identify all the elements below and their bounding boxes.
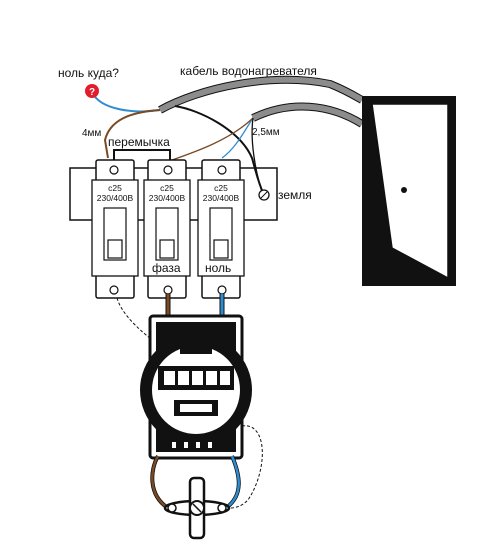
heater-cable xyxy=(158,76,364,113)
phase-brown-thin-wire xyxy=(171,117,254,161)
meter-terminal xyxy=(184,442,188,448)
label-jumper: перемычка xyxy=(108,135,170,149)
breaker-1: c25 230/400В xyxy=(91,159,139,299)
dashed-wire-right xyxy=(229,425,263,509)
breaker-voltage: 230/400В xyxy=(97,193,134,203)
neutral-blue-thin-wire xyxy=(221,117,254,159)
meter-digit xyxy=(206,371,217,385)
ground-terminal-screw xyxy=(260,191,268,199)
dashed-wire-left xyxy=(116,297,153,341)
electricity-meter xyxy=(140,314,252,460)
breaker-rating: c25 xyxy=(214,183,228,193)
heater-door-handle xyxy=(401,187,407,193)
meter-top-bar xyxy=(180,346,212,354)
breaker-top-screw xyxy=(217,165,227,175)
breaker-toggle[interactable] xyxy=(213,239,229,259)
meter-out-brown-wire xyxy=(151,455,169,510)
breaker-bottom-screw xyxy=(109,285,119,295)
breaker-voltage: 230/400В xyxy=(203,193,240,203)
meter-terminal xyxy=(208,442,212,448)
meter-terminal xyxy=(172,442,176,448)
question-mark: ? xyxy=(89,87,95,98)
label-2-5mm: 2,5мм xyxy=(252,127,280,138)
connector-screw-left xyxy=(167,503,177,513)
breaker-top-screw xyxy=(109,165,119,175)
breaker-rating: c25 xyxy=(160,183,174,193)
breaker-2: c25 230/400В xyxy=(143,159,191,299)
phase-brown-wire-4mm xyxy=(103,109,161,159)
heater-door xyxy=(371,103,449,280)
label-4mm: 4мм xyxy=(82,128,101,139)
breaker-bottom-screw xyxy=(217,285,227,295)
breaker-bottom-screw xyxy=(163,285,173,295)
connector-screw-right xyxy=(217,503,227,513)
breaker-voltage: 230/400В xyxy=(149,193,186,203)
wire-connector xyxy=(163,476,231,540)
meter-out-blue-wire xyxy=(225,455,240,510)
meter-digit xyxy=(164,371,175,385)
breaker-toggle[interactable] xyxy=(159,239,175,259)
ground-thin-wire xyxy=(251,117,263,193)
breaker-rating: c25 xyxy=(108,183,122,193)
breaker-toggle[interactable] xyxy=(107,239,123,259)
meter-disk xyxy=(180,404,212,412)
connector-center-slot xyxy=(192,503,202,513)
label-phase: фаза xyxy=(152,261,181,275)
breaker-3: c25 230/400В xyxy=(197,159,245,299)
meter-digit xyxy=(220,371,230,385)
question-marker xyxy=(85,84,99,98)
neutral-blue-wire-top xyxy=(91,91,161,113)
heater-cable-2 xyxy=(251,103,364,127)
breaker-top-screw xyxy=(163,165,173,175)
label-ground: земля xyxy=(278,188,312,202)
label-heater-cable: кабель водонагревателя xyxy=(180,64,317,78)
label-neutral-question: ноль куда? xyxy=(58,66,119,80)
meter-terminal xyxy=(196,442,200,448)
jumper-wire xyxy=(113,149,171,160)
meter-digit xyxy=(178,371,189,385)
meter-digit xyxy=(192,371,203,385)
label-neutral: ноль xyxy=(205,261,231,275)
